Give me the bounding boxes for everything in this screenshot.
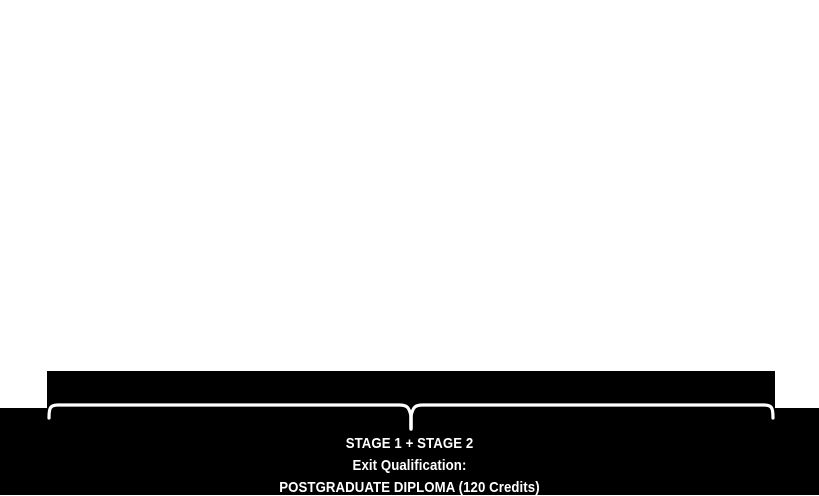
panel-left-margin <box>0 371 47 408</box>
black-panel-top-segment <box>47 371 775 408</box>
exit-qualification-caption: STAGE 1 + STAGE 2 Exit Qualification: PO… <box>0 436 819 495</box>
caption-stage-line: STAGE 1 + STAGE 2 <box>345 435 474 452</box>
panel-right-margin <box>775 371 819 408</box>
upper-blank-area <box>0 0 819 371</box>
caption-exit-qualification-label: Exit Qualification: <box>352 457 467 474</box>
caption-qualification-name: POSTGRADUATE DIPLOMA (120 Credits) <box>279 479 540 496</box>
